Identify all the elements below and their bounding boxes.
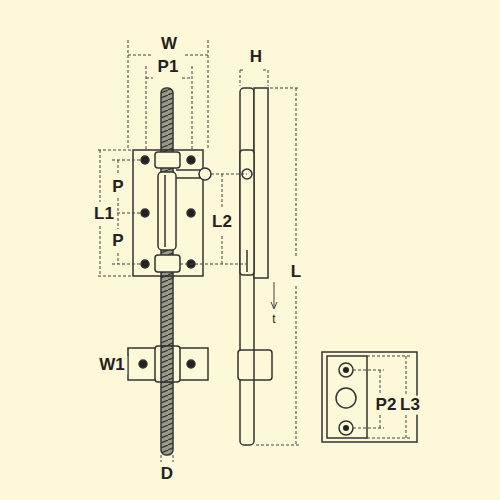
- dimension-label: L2: [210, 213, 234, 232]
- dimension-label: L3: [398, 396, 422, 415]
- dimension-label: P: [110, 232, 125, 251]
- dimension-label: H: [248, 48, 264, 67]
- dimension-label: W: [159, 35, 179, 54]
- dimension-label: t: [270, 313, 277, 326]
- dimension-label: P2: [374, 396, 399, 415]
- dimension-label: P1: [156, 58, 181, 77]
- dimension-label: P: [110, 178, 125, 197]
- dimension-label: L: [289, 263, 303, 282]
- dimension-label: D: [159, 465, 175, 484]
- dimension-label: L1: [92, 205, 116, 224]
- dimension-label: W1: [97, 356, 127, 375]
